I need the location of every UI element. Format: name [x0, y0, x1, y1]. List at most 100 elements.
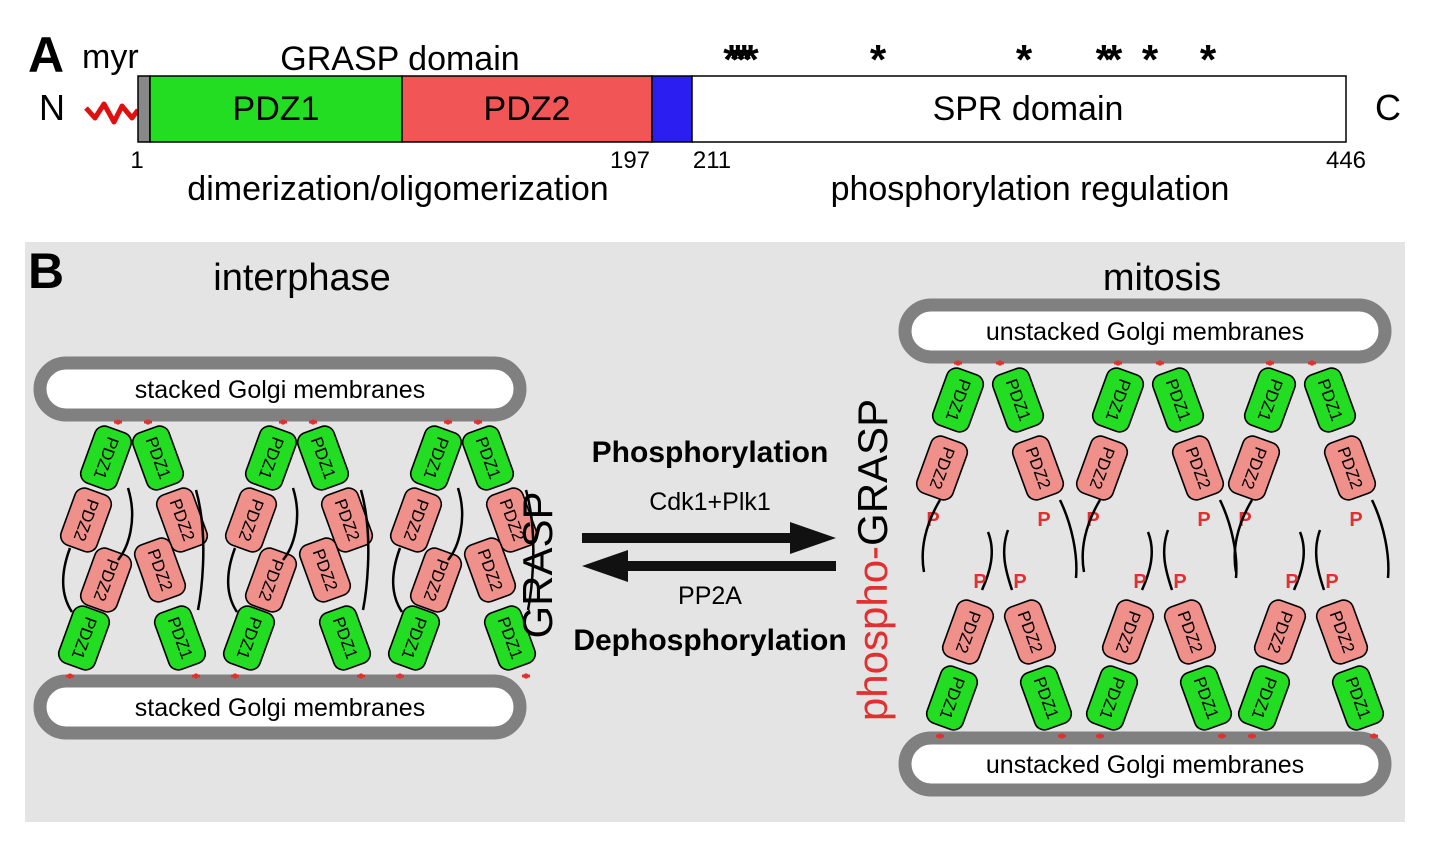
phospho-site-2: *	[1016, 36, 1033, 83]
dephosphorylation-label: Dephosphorylation	[573, 624, 846, 657]
pdz1-domain: PDZ1	[409, 425, 463, 491]
myristoyl-anchor	[84, 101, 140, 125]
phosphorylation-label: Phosphorylation	[592, 436, 829, 469]
pdz1-domain: PDZ1	[222, 605, 276, 671]
membrane-anchor-head	[1097, 733, 1103, 739]
membrane-anchor-head	[937, 733, 943, 739]
phosphatase-label: PP2A	[678, 582, 742, 610]
pdz2-domain: PDZ2	[1323, 435, 1377, 501]
pdz2-domain: PDZ2	[155, 487, 209, 553]
pdz2-domain: PDZ2	[1003, 599, 1057, 665]
spr-tail	[282, 487, 299, 561]
phospho-grasp-vertical-label: phospho-GRASP	[849, 399, 896, 721]
spr-label: SPR domain	[933, 90, 1124, 128]
phospho-mark: P	[1037, 509, 1050, 531]
pdz1-domain: PDZ1	[931, 367, 985, 433]
spr-tail	[359, 489, 370, 611]
spr-tail	[1292, 531, 1305, 591]
unstacked-golgi-membrane-bottom: unstacked Golgi membranes	[898, 731, 1392, 797]
residue-197: 197	[610, 147, 650, 174]
unstacked-golgi-membrane-top: unstacked Golgi membranes	[898, 298, 1392, 364]
myr-label: myr	[82, 38, 139, 76]
pdz2-domain: PDZ2	[1011, 435, 1065, 501]
phospho-mark: P	[973, 571, 986, 593]
spr-tail	[980, 531, 993, 591]
phospho-mark: P	[1086, 509, 1099, 531]
spr-tail	[194, 489, 205, 611]
pdz2-domain: PDZ2	[941, 599, 995, 665]
membrane-anchor-head	[1115, 360, 1121, 366]
phospho-mark: P	[1238, 509, 1251, 531]
pdz2-domain: PDZ2	[1253, 599, 1307, 665]
panel-a: A myr GRASP domain N C PDZ1 PDZ2 SPR dom…	[28, 27, 1401, 208]
pdz2-domain: PDZ2	[1163, 599, 1217, 665]
pdz2-domain: PDZ2	[1315, 599, 1369, 665]
spr-tail	[392, 547, 404, 613]
phospho-mark: P	[1013, 571, 1026, 593]
pdz1-domain: PDZ1	[153, 605, 207, 671]
pdz2-domain: PDZ2	[463, 537, 517, 603]
mitosis-title: mitosis	[1103, 257, 1221, 299]
spr-tail	[1314, 529, 1326, 591]
stacked-golgi-bottom-label: stacked Golgi membranes	[135, 694, 425, 722]
pdz2-domain	[401, 75, 653, 143]
c-terminus-label: C	[1375, 87, 1401, 128]
membrane-anchor-head	[1267, 360, 1273, 366]
phospho-site-4: *	[1200, 36, 1217, 83]
pdz1-domain: PDZ1	[991, 367, 1045, 433]
phospho-mark: P	[1173, 571, 1186, 593]
membrane-anchor-head	[67, 673, 73, 679]
spr-tail	[62, 547, 74, 613]
stacked-golgi-membrane-top: stacked Golgi membranes	[33, 356, 527, 422]
grasp-domain-label: GRASP domain	[280, 40, 519, 78]
kinase-label: Cdk1+Plk1	[649, 488, 771, 516]
membrane-anchor-head	[310, 419, 316, 425]
pdz1-domain: PDZ1	[925, 665, 979, 731]
membrane-anchor-head	[1249, 733, 1255, 739]
pdz2-domain: PDZ2	[1171, 435, 1225, 501]
spr-tail	[1233, 499, 1254, 573]
phospho-site-3: *	[1142, 36, 1159, 83]
membrane-anchor-head	[1309, 360, 1315, 366]
pdz1-domain: PDZ1	[1303, 367, 1357, 433]
pdz2-domain: PDZ2	[244, 547, 298, 613]
membrane-anchor-head	[1157, 360, 1163, 366]
residue-1: 1	[130, 147, 143, 174]
residue-446: 446	[1326, 147, 1366, 174]
pdz2-domain: PDZ2	[79, 547, 133, 613]
pdz2-label: PDZ2	[484, 90, 571, 128]
pdz1-domain: PDZ1	[131, 425, 185, 491]
pdz1-domain: PDZ1	[79, 425, 133, 491]
n-terminus-label: N	[39, 87, 65, 128]
phospho-site-1: *	[870, 36, 887, 83]
pdz1-domain: PDZ1	[244, 425, 298, 491]
pdz1-domain: PDZ1	[387, 605, 441, 671]
membrane-anchor-head	[193, 673, 199, 679]
spr-function-caption: phosphorylation regulation	[831, 170, 1230, 208]
membrane-anchor-head	[280, 419, 286, 425]
spr-tail	[1140, 531, 1153, 591]
linker-region	[651, 75, 693, 143]
spr-tail	[1081, 499, 1102, 573]
membrane-anchor-head	[475, 419, 481, 425]
spr-tail	[1370, 499, 1390, 579]
membrane-anchor-head	[115, 419, 121, 425]
membrane-anchor-head	[232, 673, 238, 679]
spr-domain	[691, 75, 1347, 143]
pdz2-domain: PDZ2	[298, 537, 352, 603]
pdz2-domain: PDZ2	[320, 487, 374, 553]
spr-tail	[921, 499, 942, 573]
phospho-mark: P	[1325, 571, 1338, 593]
phospho-mark: P	[926, 509, 939, 531]
pdz1-domain: PDZ1	[1243, 367, 1297, 433]
membrane-anchor-head	[1371, 733, 1377, 739]
pdz2-domain: PDZ2	[133, 537, 187, 603]
pdz2-domain: PDZ2	[1075, 435, 1129, 501]
